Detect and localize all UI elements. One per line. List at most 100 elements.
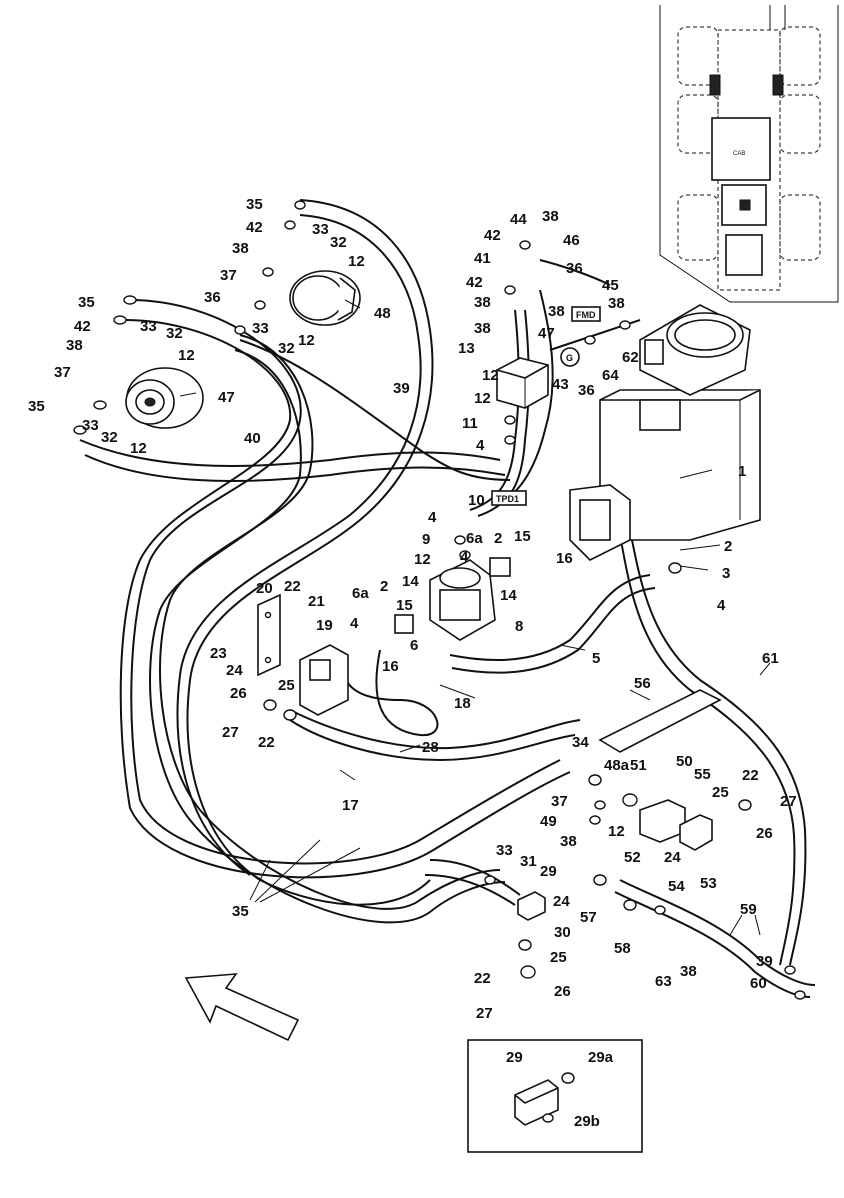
- callout-56: 57: [580, 909, 597, 926]
- callout-27: 27: [780, 793, 797, 810]
- callout-38: 38: [474, 320, 491, 337]
- callout-4: 4: [350, 615, 359, 632]
- callout-60: 61: [762, 650, 779, 667]
- callout-26: 26: [230, 685, 247, 702]
- hose-routing: [79, 199, 816, 998]
- machine-top-view-inset: CAB: [659, 5, 839, 303]
- callout-12: 12: [608, 823, 625, 840]
- callout-20: 20: [256, 580, 273, 597]
- callout-18: 18: [454, 695, 471, 712]
- callout-42: 42: [74, 318, 91, 335]
- callout-3: 3: [722, 565, 730, 582]
- callout-12: 12: [130, 440, 147, 457]
- callout-39: 40: [244, 430, 261, 447]
- callout-48a: 49: [540, 813, 557, 830]
- inset-cab-label: CAB: [733, 151, 745, 157]
- callout-32: 32: [330, 234, 347, 251]
- callout-34: 35: [232, 903, 249, 920]
- wheel-motor-left: [125, 367, 204, 429]
- callout-51: 52: [624, 849, 641, 866]
- callout-38: 39: [756, 953, 773, 970]
- callout-57: 58: [614, 940, 631, 957]
- callout-15: 15: [396, 597, 413, 614]
- callout-32: 32: [278, 340, 295, 357]
- callout-22: 22: [284, 578, 301, 595]
- callout-9: 9: [422, 531, 430, 548]
- callout-29b: 29b: [574, 1113, 600, 1130]
- callout-62: 63: [655, 973, 672, 990]
- callout-37: 38: [474, 294, 491, 311]
- callout-33: 33: [140, 318, 157, 335]
- callout-53: 54: [668, 878, 685, 895]
- callout-54: 55: [694, 766, 711, 783]
- callout-32: 32: [101, 429, 118, 446]
- callout-38: 38: [542, 208, 559, 225]
- callout-31: 31: [520, 853, 537, 870]
- callout-37: 37: [54, 364, 71, 381]
- callout-19: 19: [316, 617, 333, 634]
- callout-6a: 6a: [466, 530, 483, 547]
- callout-47: 47: [218, 389, 235, 406]
- solenoid-valve-lower: [394, 614, 414, 634]
- callout-27: 27: [222, 724, 239, 741]
- callout-41: 42: [466, 274, 483, 291]
- callout-17: 17: [342, 797, 359, 814]
- callout-61: 62: [622, 349, 639, 366]
- callout-5: 5: [592, 650, 600, 667]
- callout-25: 25: [550, 949, 567, 966]
- callout-25: 25: [712, 784, 729, 801]
- callout-38: 38: [680, 963, 697, 980]
- callout-35: 35: [78, 294, 95, 311]
- cover-plate: [598, 689, 722, 753]
- callout-48: 48a: [604, 757, 630, 774]
- callout-28: 28: [422, 739, 439, 756]
- callout-52: 53: [700, 875, 717, 892]
- svg-text:TPD1: TPD1: [496, 494, 519, 504]
- callout-45: 46: [563, 232, 580, 249]
- callout-42: 42: [246, 219, 263, 236]
- callout-6a: 6a: [352, 585, 369, 602]
- solenoid-valve-upper: [489, 557, 511, 577]
- callout-21: 21: [308, 593, 325, 610]
- callout-25: 25: [278, 677, 295, 694]
- callout-33: 33: [82, 417, 99, 434]
- callout-37: 37: [220, 267, 237, 284]
- callout-4: 4: [428, 509, 437, 526]
- forward-direction-arrow: [184, 973, 300, 1042]
- control-valve: [299, 644, 349, 716]
- callout-2: 2: [724, 538, 732, 555]
- callout-leaders: [179, 299, 771, 936]
- callout-4: 4: [460, 549, 469, 566]
- callout-29: 29: [506, 1049, 523, 1066]
- callout-23: 23: [210, 645, 227, 662]
- svg-text:FMD: FMD: [576, 310, 596, 320]
- callout-35: 36: [204, 289, 221, 306]
- callout-10: 10: [468, 492, 485, 509]
- callout-24: 24: [553, 893, 570, 910]
- valve-block: [496, 357, 549, 409]
- callout-26: 26: [554, 983, 571, 1000]
- callout-22: 22: [474, 970, 491, 987]
- mounting-bracket: [257, 593, 281, 677]
- svg-text:G: G: [566, 353, 573, 363]
- callout-12: 12: [482, 367, 499, 384]
- oil-cooler: [639, 304, 751, 396]
- callout-12: 12: [474, 390, 491, 407]
- valve-block-right: [639, 799, 713, 851]
- callout-38: 38: [548, 303, 565, 320]
- callout-16: 16: [556, 550, 573, 567]
- callout-15: 15: [514, 528, 531, 545]
- callout-38: 38: [560, 833, 577, 850]
- callout-2: 2: [380, 578, 388, 595]
- callout-numbers: 1 2 2 2 3 4 4 4 4 4 5 6 6a 6a 8 9 10 11 …: [28, 196, 797, 1130]
- callout-43: 44: [510, 211, 527, 228]
- valve-29-detail-inset: [467, 1039, 643, 1153]
- tag-tpd1: TPD1: [491, 490, 527, 506]
- hydraulic-pump: [429, 484, 631, 641]
- tag-g: G: [560, 347, 580, 367]
- callout-35: 35: [246, 196, 263, 213]
- callout-14: 14: [500, 587, 517, 604]
- callout-26: 26: [756, 825, 773, 842]
- callout-24: 24: [226, 662, 243, 679]
- callout-50: 51: [630, 757, 647, 774]
